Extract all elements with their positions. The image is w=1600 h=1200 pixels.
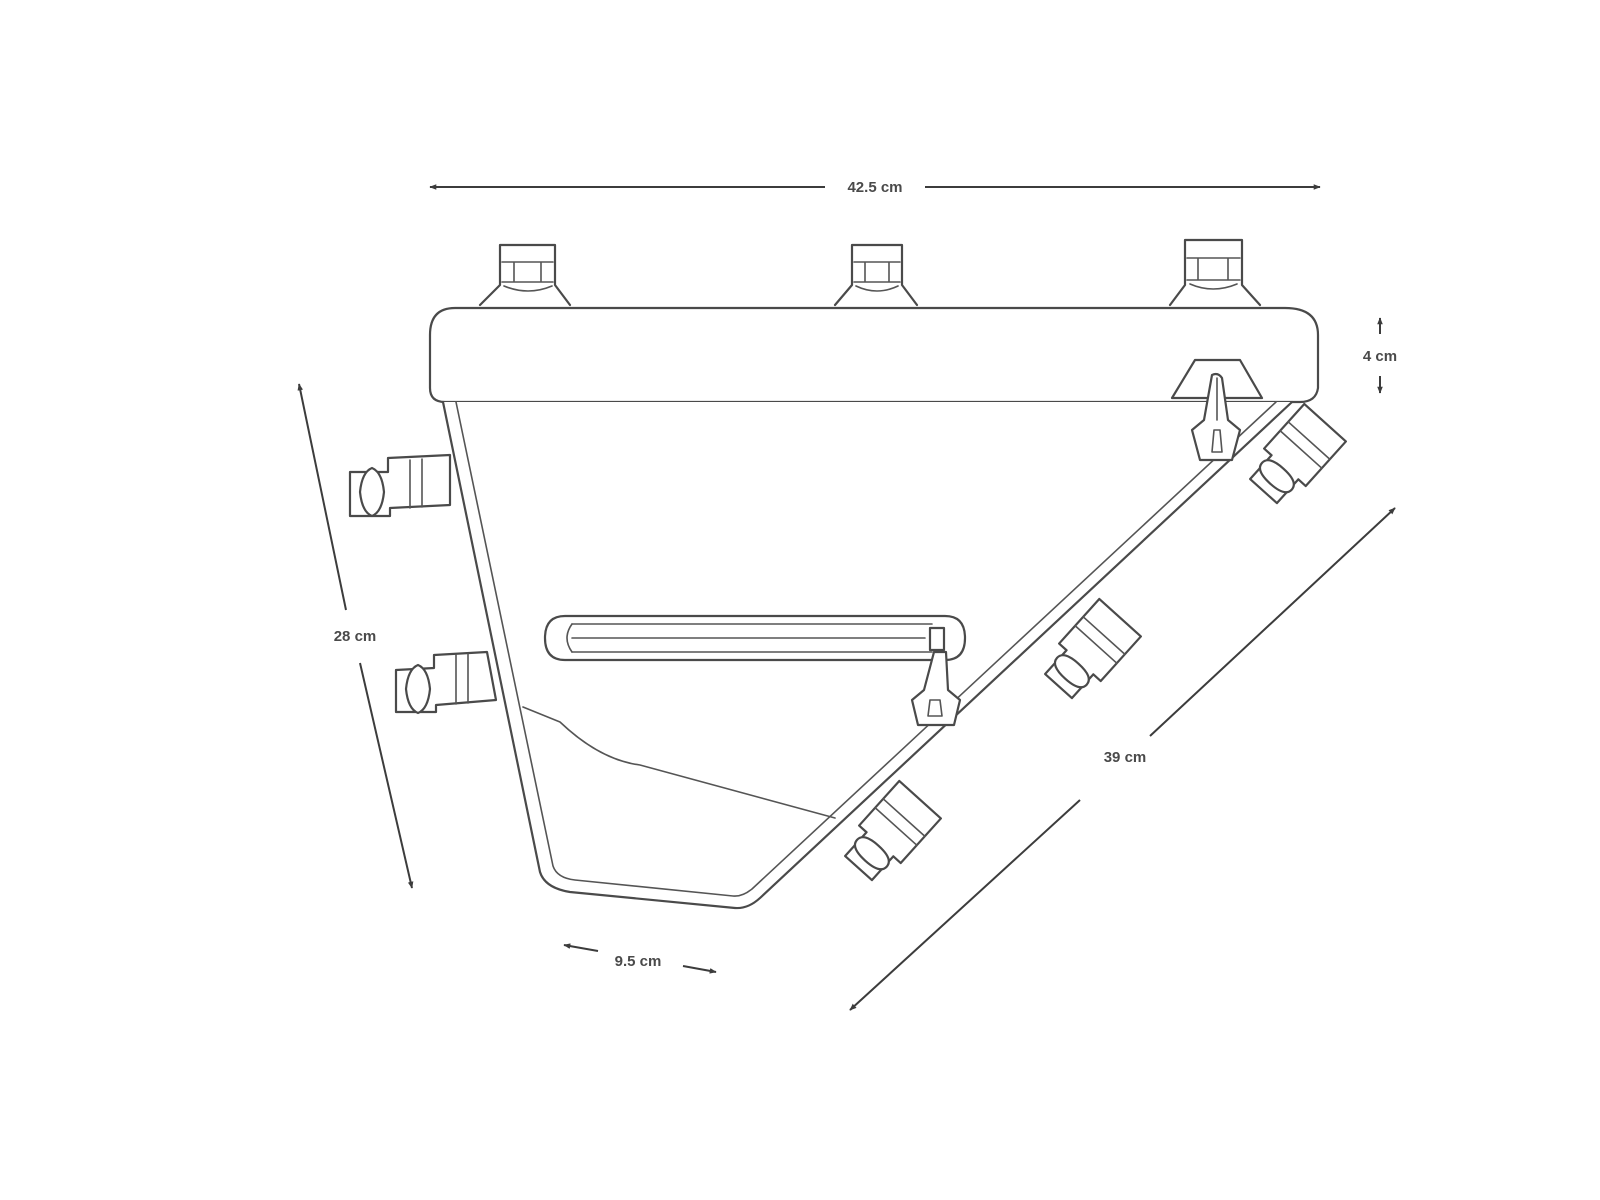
dimension-diagonal-length-label: 39 cm [1104,749,1147,766]
dimension-front-height: 28 cm [297,383,414,889]
top-zip-pull [1170,358,1264,462]
dimension-bottom-width-label: 9.5 cm [615,953,662,970]
dimension-top-length-label: 42.5 cm [847,179,902,196]
left-strap-1 [348,453,452,518]
diagonal-strap-1 [1249,402,1347,505]
dimension-bottom-width: 9.5 cm [563,943,717,974]
dimension-diagonal-length: 39 cm [849,507,1396,1011]
dimension-front-height-label: 28 cm [334,628,377,645]
diagonal-strap-3 [844,779,942,882]
pocket-zipper [543,614,967,727]
diagonal-strap-2 [1044,597,1142,700]
top-strap-1 [478,243,572,307]
dimension-top-band-height-label: 4 cm [1363,348,1397,365]
dimension-top-length: 42.5 cm [429,179,1321,196]
top-strap-3 [1168,238,1262,307]
top-strap-2 [833,243,919,307]
dimension-top-band-height: 4 cm [1363,317,1397,394]
left-strap-2 [394,650,498,715]
